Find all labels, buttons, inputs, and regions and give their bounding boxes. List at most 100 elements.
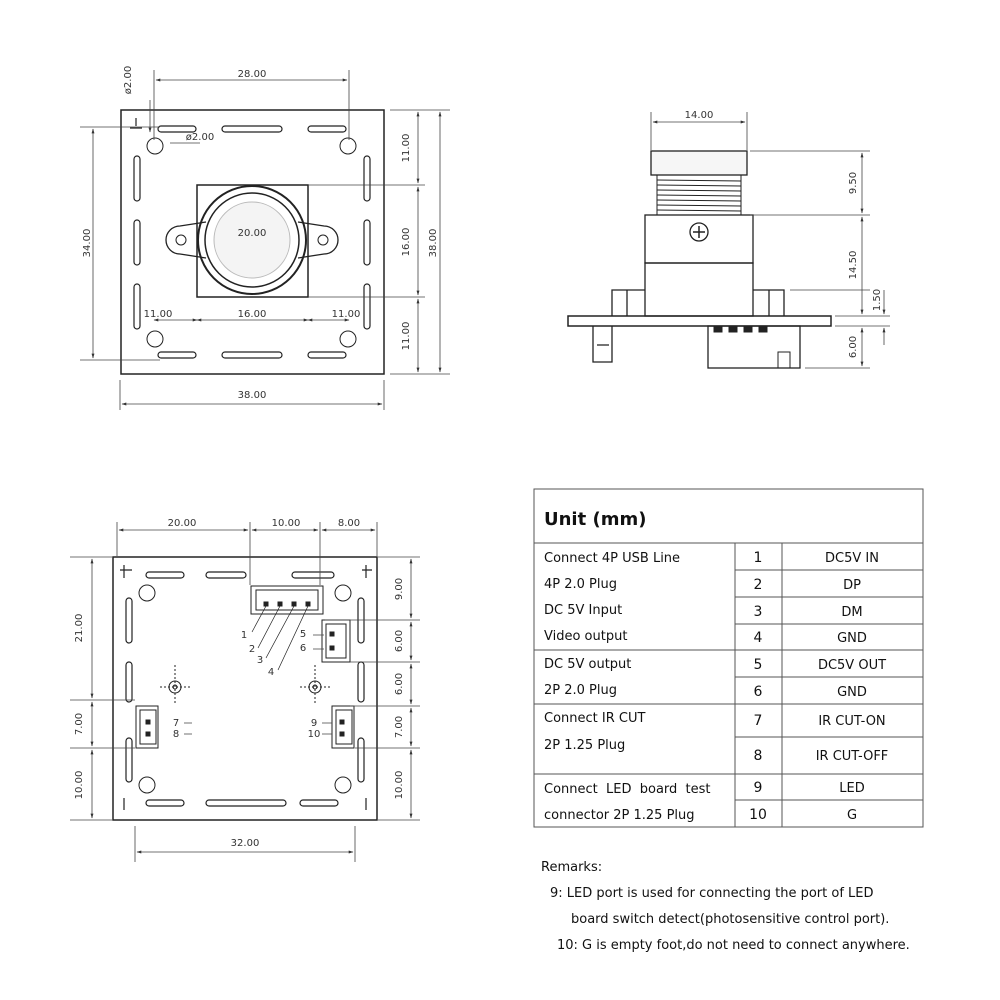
row-10-func: G [847,808,857,823]
row-2-func: DP [843,578,861,593]
pin-label-5: 5 [300,629,306,640]
table-pin-numbers: 1 2 3 4 5 6 7 8 9 10 [749,550,767,823]
pin-label-1: 1 [241,630,247,641]
side-holder-flanges [611,289,785,316]
group-2-line-2: 2P 2.0 Plug [544,683,617,698]
row-4-num: 4 [754,630,763,646]
dim-side-lens-width: 14.00 [685,110,714,121]
side-plug-left [592,326,613,363]
dim-hole-spacing-top: 28.00 [238,69,267,80]
group-1-line-1: Connect 4P USB Line [544,551,680,566]
back-vias [160,665,330,705]
dim-side-holder-height: 14.50 [848,251,859,280]
dim-side-pcb-thickness: 1.50 [872,289,883,311]
remarks-line-2: board switch detect(photosensitive contr… [571,912,890,927]
dim-back-right-2: 6.00 [394,630,405,652]
dim-hole-spacing-vertical: 34.00 [82,229,93,258]
remarks-title: Remarks: [541,860,603,875]
back-edge-slots [120,565,372,810]
remarks-line-1: 9: LED port is used for connecting the p… [550,886,874,901]
front-lens-ears [165,221,339,259]
side-connector [707,325,801,369]
table-title: Unit (mm) [544,509,646,530]
dim-side-lens-height: 9.50 [848,172,859,194]
side-pcb [567,315,832,327]
pin-label-6: 6 [300,643,306,654]
pin-label-8: 8 [173,729,179,740]
dim-hole-dia: ø2.00 [186,132,214,143]
pin-label-10: 10 [308,729,321,740]
row-6-num: 6 [754,684,763,700]
dim-lens-width: 16.00 [238,309,267,320]
back-2p-connector-7-8 [135,705,159,749]
pin-label-3: 3 [257,655,263,666]
back-hole-br [334,776,352,794]
back-2p-connector-9-10 [331,705,355,749]
row-1-num: 1 [754,550,763,566]
dim-lens-height: 16.00 [401,228,412,257]
dim-back-right-3: 6.00 [394,673,405,695]
row-3-func: DM [841,605,862,620]
side-lens-thread [656,174,742,216]
front-dim-labels: 28.00 ø2.00 ø2.00 20.00 11.00 16.00 11.0… [82,66,439,401]
dim-back-bottom-width: 32.00 [231,838,260,849]
dim-top-offset: 11.00 [401,134,412,163]
front-lens-ring-outer [197,185,307,295]
front-lens-holder [196,184,309,298]
group-1-line-3: DC 5V Input [544,603,622,618]
table-group-labels: Connect 4P USB Line 4P 2.0 Plug DC 5V In… [544,551,711,823]
dim-hole-to-lens-left: 11.00 [144,309,173,320]
dim-back-right-1: 9.00 [394,578,405,600]
row-2-num: 2 [754,577,763,593]
dim-back-left-mid: 7.00 [74,713,85,735]
dim-hole-to-lens-right: 11.00 [332,309,361,320]
dim-side-connector-height: 6.00 [848,336,859,358]
row-4-func: GND [837,631,867,646]
dim-back-right-5: 10.00 [394,771,405,800]
front-lens-ring-mid [204,192,300,288]
row-7-func: IR CUT-ON [818,714,885,729]
dim-back-top-left: 20.00 [168,518,197,529]
back-hole-tl [138,584,156,602]
pin-label-7: 7 [173,718,179,729]
back-dim-labels: 20.00 10.00 8.00 21.00 7.00 10.00 9.00 6… [74,518,405,849]
side-lens-holder [644,214,754,264]
dim-total-height: 38.00 [428,229,439,258]
row-5-func: DC5V OUT [818,658,886,673]
pin-label-2: 2 [249,644,255,655]
row-9-func: LED [839,781,864,796]
front-hole-bl [146,330,164,348]
front-dimensions [80,70,450,410]
group-3-line-2: 2P 1.25 Plug [544,738,625,753]
side-dimensions [650,112,890,369]
dim-total-width: 38.00 [238,390,267,401]
row-10-num: 10 [749,807,767,823]
front-hole-br [339,330,357,348]
back-view [112,556,378,821]
back-dimensions [70,522,420,862]
back-2p-connector-5-6 [321,619,351,663]
group-1-line-4: Video output [544,629,627,644]
front-lens-glass [213,201,291,279]
pin-label-9: 9 [311,718,317,729]
row-6-func: GND [837,685,867,700]
side-screw-icon [689,222,709,242]
group-4-line-2: connector 2P 1.25 Plug [544,808,695,823]
row-1-func: DC5V IN [825,551,879,566]
row-9-num: 9 [754,780,763,796]
front-pcb-outline [120,109,385,375]
dim-back-right-4: 7.00 [394,716,405,738]
back-hole-tr [334,584,352,602]
front-edge-slots [130,118,371,359]
front-hole-tr [339,137,357,155]
front-view [120,109,385,375]
table-pin-functions: DC5V IN DP DM GND DC5V OUT GND IR CUT-ON… [816,551,889,823]
group-1-line-2: 4P 2.0 Plug [544,577,617,592]
pin-label-4: 4 [268,667,274,678]
dim-bottom-offset: 11.00 [401,322,412,351]
side-lens-cap [650,150,748,176]
back-4p-connector [250,585,324,671]
side-view [567,150,832,369]
dim-back-left-lower: 10.00 [74,771,85,800]
